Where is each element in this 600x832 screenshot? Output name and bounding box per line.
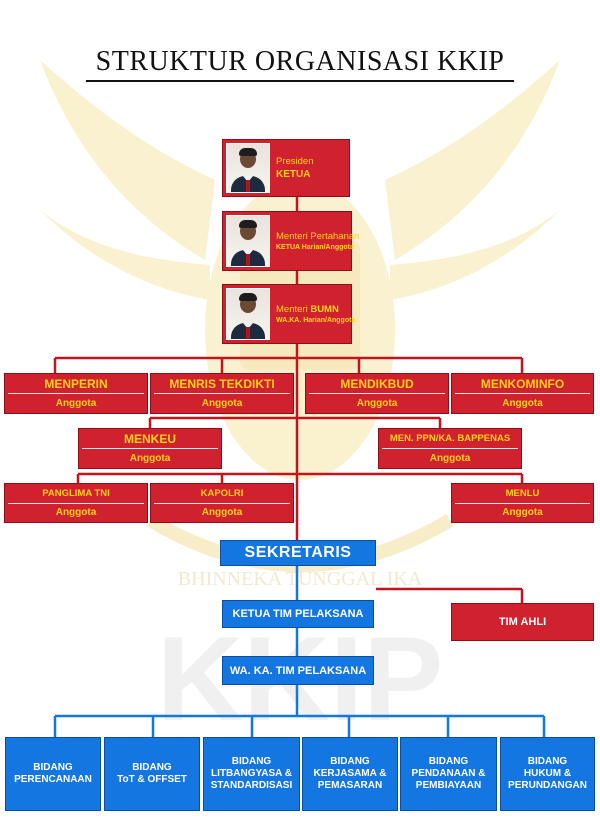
member-role: Anggota — [55, 507, 97, 519]
leader-role: Presiden — [276, 156, 314, 167]
member-panglima-tni: PANGLIMA TNI Anggota — [4, 483, 148, 523]
member-role: Anggota — [429, 453, 471, 464]
leader-position: KETUA — [276, 169, 311, 180]
member-role: Anggota — [129, 453, 171, 464]
member-menperin: MENPERIN Anggota — [4, 373, 148, 414]
member-name: MENPERIN — [44, 376, 108, 391]
divider — [382, 448, 518, 449]
leader-menteri-bumn: Menteri BUMN WA.KA. Harian/Anggota — [222, 284, 356, 344]
leader-presiden: Presiden KETUA — [222, 139, 350, 197]
leader-role: Menteri Pertahanan — [276, 231, 360, 242]
portrait-icon — [226, 215, 270, 267]
member-role: Anggota — [201, 507, 243, 519]
member-menris-tekdikti: MENRIS TEKDIKTI Anggota — [150, 373, 294, 414]
portrait-icon — [226, 143, 270, 193]
member-menkeu: MENKEU Anggota — [78, 428, 222, 469]
member-role: Anggota — [201, 398, 243, 409]
member-role: Anggota — [356, 398, 398, 409]
divider — [154, 393, 290, 394]
sekretaris-box: SEKRETARIS — [220, 540, 376, 566]
member-name: KAPOLRI — [200, 487, 244, 499]
leader-menteri-pertahanan: Menteri Pertahanan KETUA Harian/Anggota — [222, 211, 360, 271]
member-menlu: MENLU Anggota — [451, 483, 594, 523]
member-name: MENKOMINFO — [480, 376, 565, 391]
member-men-ppn-bappenas: MEN. PPN/KA. BAPPENAS Anggota — [378, 428, 522, 469]
member-name: MENLU — [505, 487, 540, 499]
divider — [8, 502, 144, 504]
motto-watermark: BHINNEKA TUNGGAL IKA — [178, 568, 423, 590]
leader-position: WA.KA. Harian/Anggota — [276, 317, 356, 324]
member-name: MENDIKBUD — [340, 376, 414, 391]
ketua-tim-pelaksana-box: KETUA TIM PELAKSANA — [222, 600, 374, 628]
member-role: Anggota — [502, 398, 543, 409]
member-name: PANGLIMA TNI — [42, 487, 110, 499]
divider — [82, 448, 218, 449]
member-role: Anggota — [502, 507, 543, 519]
member-kapolri: KAPOLRI Anggota — [150, 483, 294, 523]
member-mendikbud: MENDIKBUD Anggota — [305, 373, 449, 414]
member-name: MENKEU — [123, 431, 176, 446]
title-underline — [86, 80, 514, 82]
leader-role: Menteri BUMN — [276, 304, 339, 315]
divider — [309, 393, 445, 394]
page-title: STRUKTUR ORGANISASI KKIP — [95, 46, 505, 77]
divider — [455, 393, 590, 394]
leader-position: KETUA Harian/Anggota — [276, 244, 354, 251]
member-menkominfo: MENKOMINFO Anggota — [451, 373, 594, 414]
tim-ahli-box: TIM AHLI — [451, 603, 594, 641]
member-name: MENRIS TEKDIKTI — [169, 376, 275, 391]
waka-tim-pelaksana-box: WA. KA. TIM PELAKSANA — [222, 656, 374, 685]
portrait-icon — [226, 288, 270, 340]
divider — [154, 502, 290, 504]
member-role: Anggota — [55, 398, 97, 409]
member-name: MEN. PPN/KA. BAPPENAS — [389, 433, 511, 444]
divider — [8, 393, 144, 394]
divider — [455, 502, 590, 504]
